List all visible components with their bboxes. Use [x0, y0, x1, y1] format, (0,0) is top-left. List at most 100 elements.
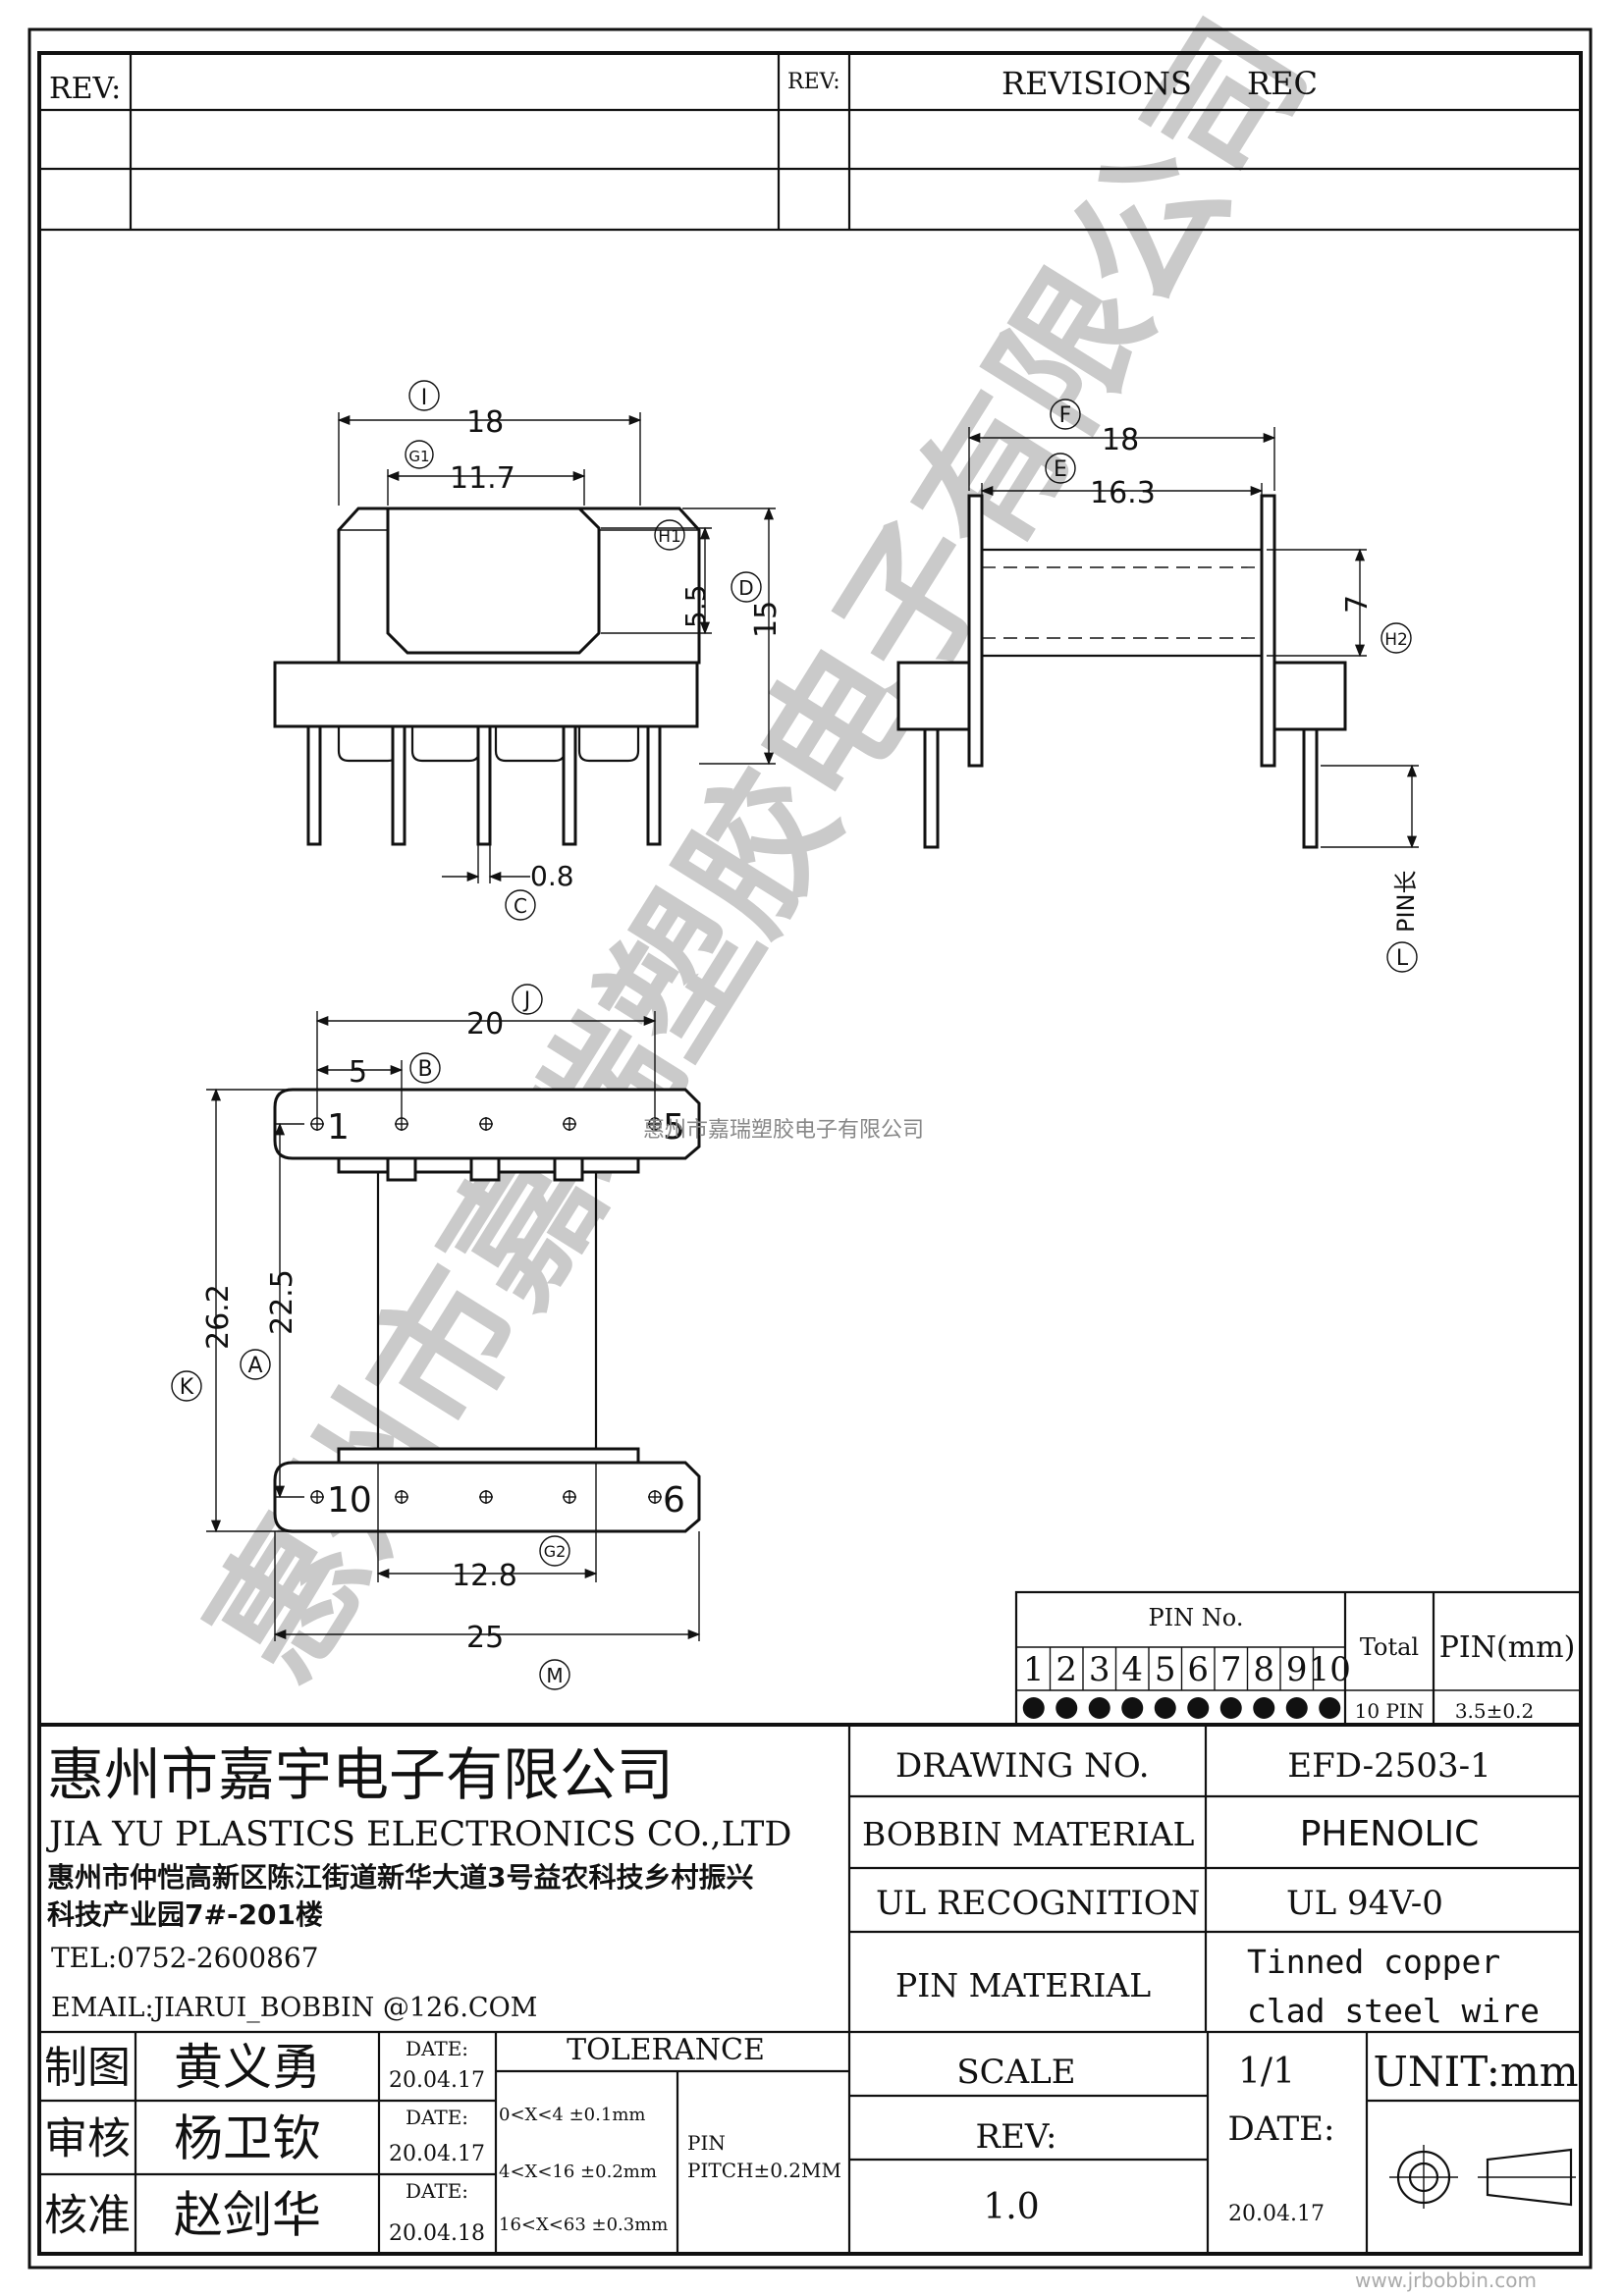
tolerance-row: 16<X<63 ±0.3mm — [499, 2215, 668, 2235]
id-window-width: G1 — [408, 448, 429, 465]
pin-mm-value: 3.5±0.2 — [1455, 1699, 1534, 1723]
tolerance-row: 0<X<4 ±0.1mm — [499, 2105, 645, 2125]
pin-number-4: 4 — [1121, 1650, 1143, 1689]
pin-label-1: 1 — [327, 1107, 350, 1148]
rev-label-left: REV: — [49, 72, 121, 106]
pin-number-1: 1 — [1023, 1650, 1045, 1689]
bottom-view: 1 5 10 6 20 J 5 B 26.2 K 22.5 A — [171, 984, 701, 1690]
tolerance-row: 4<X<16 ±0.2mm — [499, 2162, 657, 2182]
signoff-name: 赵剑华 — [174, 2187, 321, 2244]
id-base-width: M — [546, 1664, 563, 1687]
id-total-height: D — [738, 576, 753, 600]
dim-window-height: 5.5 — [679, 584, 712, 628]
pin-no-header: PIN No. — [1149, 1604, 1244, 1631]
pin-number-3: 3 — [1089, 1650, 1110, 1689]
outer-border — [27, 27, 1593, 2269]
id-inner-length: A — [247, 1354, 262, 1378]
pin-number-9: 9 — [1286, 1650, 1308, 1689]
dim-pin-pitch: 5 — [349, 1055, 367, 1090]
pin-number-5: 5 — [1155, 1650, 1176, 1689]
total-value: 10 PIN — [1355, 1699, 1425, 1723]
pin-number-6: 6 — [1187, 1650, 1209, 1689]
watermark-small-text: 惠州市嘉瑞塑胶电子有限公司 — [643, 1118, 924, 1143]
dim-inner-length: 22.5 — [265, 1269, 299, 1335]
id-pin-dia: C — [514, 894, 527, 918]
pin-label-10: 10 — [327, 1480, 372, 1521]
side-view: 18 F 16.3 E 7 H2 PIN长 L — [896, 399, 1420, 973]
footer-url: www.jrbobbin.com — [1355, 2269, 1537, 2292]
id-window-height: H1 — [658, 527, 681, 547]
pin-material-value-1: Tinned copper — [1247, 1943, 1500, 1981]
pin-dot — [1154, 1697, 1176, 1719]
company-email: EMAIL:JIARUI_BOBBIN @126.COM — [51, 1993, 537, 2023]
tolerance-pin-label: PIN — [687, 2131, 726, 2155]
title-block: DRAWING NO. EFD-2503-1 BOBBIN MATERIAL P… — [39, 1723, 1581, 2254]
front-view: 18 I 11.7 G1 5.5 H1 15 D 0.8 C — [273, 380, 784, 921]
unit-label: UNIT:mm — [1373, 2048, 1578, 2096]
id-row-span: J — [522, 988, 531, 1013]
signoff-date-label: DATE: — [406, 2037, 468, 2060]
rev-value: 1.0 — [983, 2187, 1039, 2227]
drawing-no-label: DRAWING NO. — [895, 1746, 1150, 1786]
signoff-role: 核准 — [44, 2191, 131, 2241]
dim-top-width: 18 — [466, 405, 504, 440]
dim-core-width: 12.8 — [452, 1559, 517, 1593]
dim-pin-length: PIN长 — [1392, 870, 1420, 933]
dim-total-height: 15 — [749, 601, 784, 638]
date-label: DATE: — [1228, 2109, 1335, 2149]
pin-label-6: 6 — [663, 1480, 685, 1521]
tolerance-pitch-label: PITCH±0.2MM — [687, 2159, 841, 2182]
company-name-en: JIA YU PLASTICS ELECTRONICS CO.,LTD — [46, 1815, 791, 1854]
ul-recognition-value: UL 94V-0 — [1286, 1884, 1443, 1923]
id-side-core: H2 — [1384, 630, 1408, 650]
pin-dot — [1319, 1697, 1341, 1719]
projection-symbol-icon — [1389, 2145, 1576, 2209]
rec-label: REC — [1247, 65, 1318, 102]
pin-dot — [1187, 1697, 1210, 1719]
signoff-role: 审核 — [44, 2114, 131, 2164]
revision-header: REV: REV: REVISIONS REC — [39, 53, 1581, 232]
pin-dot — [1253, 1697, 1275, 1719]
dim-side-width: 18 — [1102, 423, 1139, 457]
date-value: 20.04.17 — [1228, 2202, 1325, 2226]
revisions-label: REVISIONS — [1001, 65, 1192, 102]
pin-number-8: 8 — [1253, 1650, 1274, 1689]
signoff-date: 20.04.17 — [389, 2068, 485, 2093]
company-address-1: 惠州市仲恺高新区陈江街道新华大道3号益农科技乡村振兴 — [47, 1861, 754, 1894]
signoff-date: 20.04.17 — [389, 2142, 485, 2166]
pin-number-10: 10 — [1309, 1650, 1351, 1689]
ul-recognition-label: UL RECOGNITION — [876, 1884, 1200, 1923]
pin-dot — [1056, 1697, 1078, 1719]
tolerance-label: TOLERANCE — [567, 2033, 765, 2067]
dim-base-width: 25 — [466, 1621, 504, 1655]
dim-side-inner: 16.3 — [1090, 476, 1156, 510]
pin-dot — [1219, 1697, 1242, 1719]
rev-label-right: REV: — [787, 70, 840, 94]
scale-value: 1/1 — [1238, 2052, 1295, 2092]
id-side-width: F — [1059, 403, 1072, 428]
dim-window-width: 11.7 — [450, 461, 515, 496]
pin-mm-label: PIN(mm) — [1439, 1630, 1576, 1665]
pin-dot — [1088, 1697, 1110, 1719]
pin-material-label: PIN MATERIAL — [895, 1966, 1151, 2004]
id-pin-length: L — [1396, 946, 1409, 971]
signoff-date: 20.04.18 — [389, 2221, 485, 2246]
signoff-name: 黄义勇 — [174, 2039, 321, 2096]
bobbin-material-label: BOBBIN MATERIAL — [862, 1815, 1194, 1853]
dim-overall-length: 26.2 — [201, 1284, 236, 1350]
id-side-inner: E — [1054, 457, 1067, 482]
inner-border — [37, 51, 1583, 2256]
scale-label: SCALE — [956, 2053, 1075, 2092]
drawing-no-value: EFD-2503-1 — [1287, 1746, 1490, 1786]
pin-label-5: 5 — [663, 1107, 685, 1148]
company-address-2: 科技产业园7#-201楼 — [47, 1898, 323, 1931]
bobbin-material-value: PHENOLIC — [1300, 1814, 1480, 1854]
id-pin-pitch: B — [417, 1057, 432, 1082]
dim-pin-dia: 0.8 — [530, 860, 574, 892]
signoff-name: 杨卫钦 — [174, 2110, 321, 2167]
dim-row-span: 20 — [466, 1007, 504, 1041]
pin-number-7: 7 — [1220, 1650, 1242, 1689]
id-core-width: G2 — [544, 1542, 567, 1561]
